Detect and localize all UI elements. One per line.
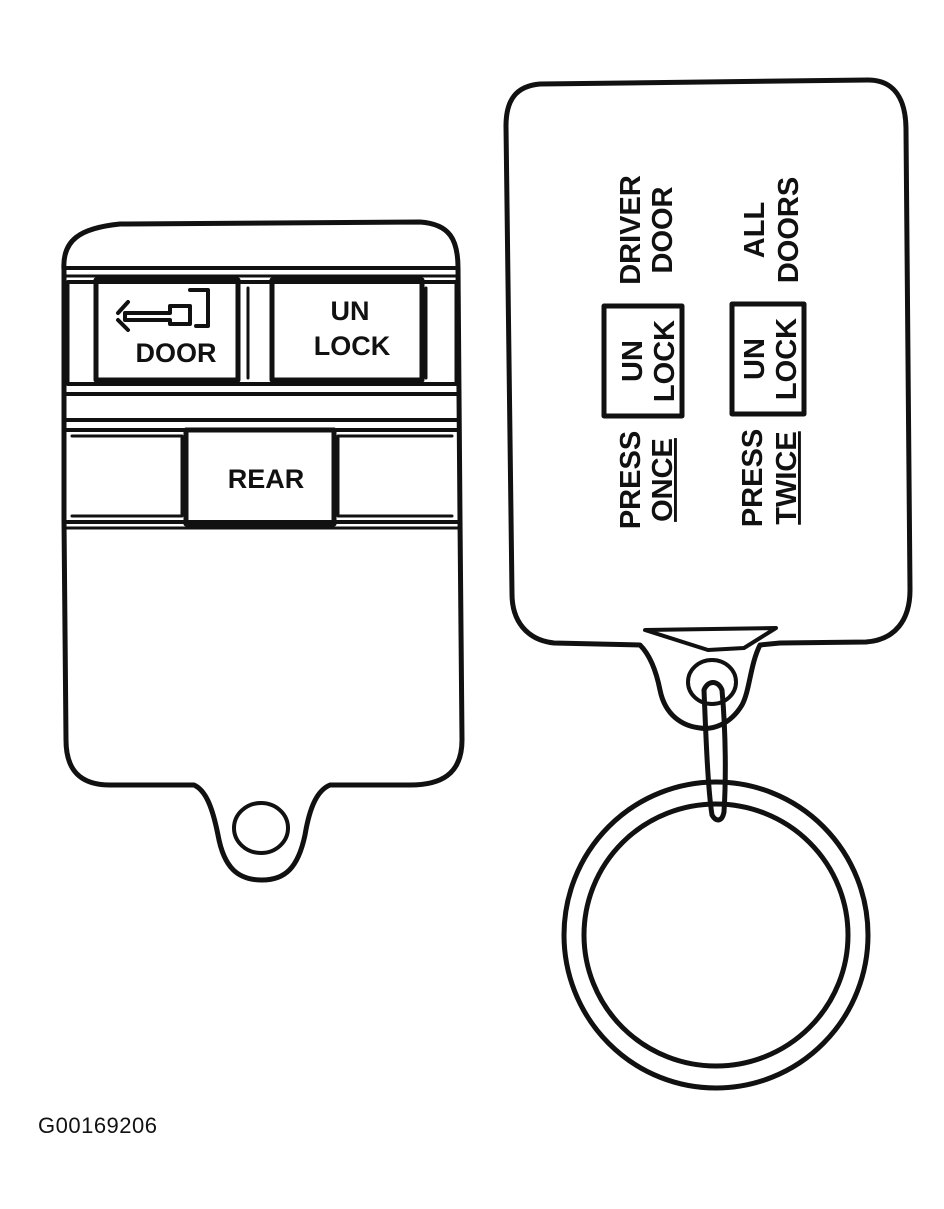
figure-id: G00169206 (38, 1113, 158, 1138)
door-button-label: DOOR (136, 338, 217, 368)
svg-text:ONCE: ONCE (647, 438, 679, 522)
svg-text:DOOR: DOOR (647, 186, 679, 273)
fob-eyelet (686, 658, 738, 706)
press-once-label: PRESS ONCE (615, 431, 679, 529)
fob-link (701, 680, 728, 823)
unlock-button-label-1: UN (331, 296, 370, 326)
unlock-button-label-2: LOCK (314, 331, 391, 361)
right-fob-body (503, 77, 913, 731)
svg-text:UN: UN (739, 338, 771, 380)
unlock-box-driver-label: UN LOCK (617, 320, 681, 402)
svg-text:DOORS: DOORS (773, 177, 805, 283)
key-icon (116, 288, 210, 332)
press-twice-label: PRESS TWICE (737, 429, 803, 527)
all-doors-label: ALL DOORS (739, 177, 805, 283)
key-ring-hole (232, 801, 290, 855)
right-fob (503, 77, 913, 1091)
svg-text:TWICE: TWICE (771, 431, 803, 524)
unlock-box-all (729, 301, 807, 417)
unlock-box-driver (601, 303, 685, 419)
svg-text:LOCK: LOCK (649, 320, 681, 402)
driver-door-label: DRIVER DOOR (615, 175, 679, 285)
rear-button-label: REAR (228, 464, 305, 494)
svg-text:DRIVER: DRIVER (615, 175, 647, 285)
svg-text:PRESS: PRESS (615, 431, 647, 529)
fob-tab (643, 626, 778, 652)
svg-text:ALL: ALL (739, 202, 771, 258)
key-ring (561, 779, 871, 1091)
left-remote-body (61, 219, 465, 883)
svg-text:PRESS: PRESS (737, 429, 769, 527)
unlock-box-all-label: UN LOCK (739, 318, 803, 400)
door-button[interactable] (93, 277, 241, 383)
rear-button[interactable] (183, 427, 337, 527)
unlock-button[interactable] (269, 277, 425, 383)
svg-text:UN: UN (617, 340, 649, 382)
svg-text:LOCK: LOCK (771, 318, 803, 400)
